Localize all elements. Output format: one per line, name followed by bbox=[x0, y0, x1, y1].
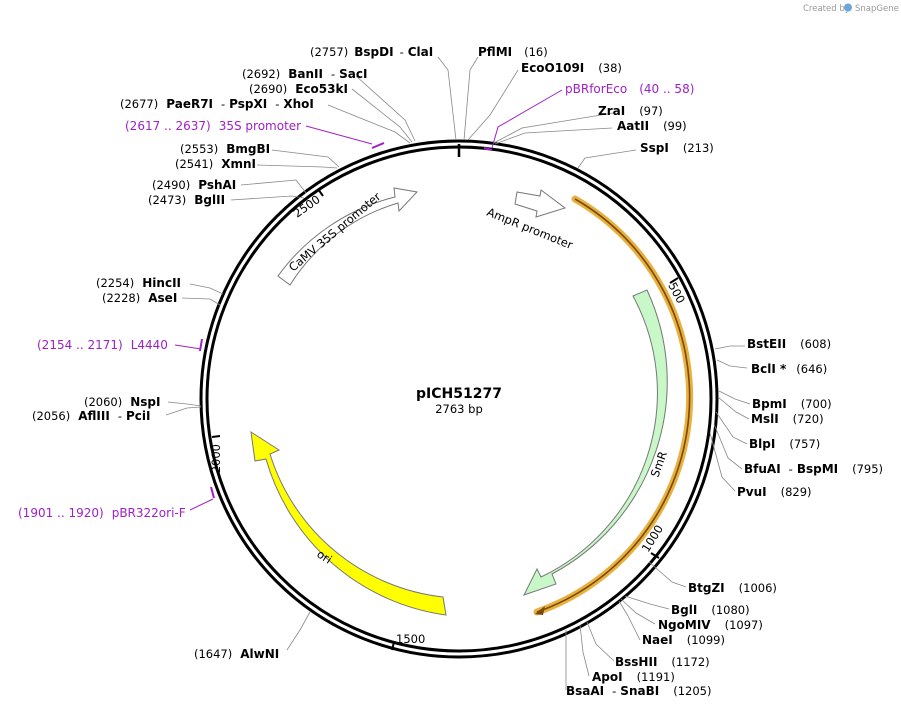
tick-mark bbox=[211, 435, 221, 438]
tick-mark bbox=[317, 188, 324, 197]
tick-mark bbox=[669, 277, 679, 284]
feature-arrow-camv-35s-promoter bbox=[277, 187, 419, 286]
feature-label-ori: ori bbox=[314, 547, 334, 567]
site-label-aatii: AatII(99) bbox=[617, 119, 687, 133]
site-label-banii-saci: (2692)BanII-SacI bbox=[242, 67, 367, 81]
site-label-asei: (2228)AseI bbox=[102, 291, 177, 305]
feature-arrow-smr bbox=[523, 289, 668, 596]
feature-arrow-ampr-promoter bbox=[514, 189, 567, 218]
site-label-bsteii: BstEII(608) bbox=[747, 337, 831, 351]
tick-marks: 500 1000 1500 2000 2500 bbox=[209, 188, 688, 651]
site-label-pshai: (2490)PshAI bbox=[152, 178, 236, 192]
site-label-blpi: BlpI(757) bbox=[749, 437, 820, 451]
site-label-afliii-pcii: (2056)AflIII-PciI bbox=[32, 409, 150, 423]
site-label-alwni: (1647)AlwNI bbox=[194, 647, 279, 661]
feature-ori: ori bbox=[250, 430, 447, 616]
primer-label-35s-promoter: (2617 .. 2637)35S promoter bbox=[125, 119, 301, 133]
site-label-apoi: ApoI(1191) bbox=[592, 670, 675, 684]
site-label-xmni: (2541)XmnI bbox=[175, 157, 256, 171]
site-label-eco53ki: (2690)Eco53kI bbox=[249, 82, 348, 96]
site-label-naei: NaeI(1099) bbox=[642, 633, 725, 647]
site-label-msli: MslI(720) bbox=[751, 412, 824, 426]
credit-prefix: Created by bbox=[803, 4, 850, 14]
site-label-bmgbi: (2553)BmgBI bbox=[180, 142, 270, 156]
site-label-bspdi-clai: (2757)BspDI-ClaI bbox=[310, 45, 433, 59]
site-label-ecoo109i: EcoO109I(38) bbox=[521, 61, 622, 75]
site-label-nspi: (2060)NspI bbox=[84, 395, 161, 409]
primer-label-l4440: (2154 .. 2171)L4440 bbox=[37, 338, 168, 352]
restriction-site-labels: (2757)BspDI-ClaI PflMI(16) EcoO109I(38) … bbox=[32, 45, 883, 698]
primer-binding-orange bbox=[533, 195, 694, 616]
site-label-paer7i-pspxi-xhoi: (2677)PaeR7I-PspXI-XhoI bbox=[120, 97, 314, 111]
site-label-pflmi: PflMI(16) bbox=[478, 45, 548, 59]
primer-arrow-icon bbox=[535, 606, 545, 615]
tick-label-2000: 2000 bbox=[209, 444, 223, 473]
snapgene-logo-icon bbox=[844, 3, 852, 12]
backbone bbox=[199, 139, 719, 659]
feature-arrow-ori bbox=[250, 430, 447, 616]
site-label-btgzi: BtgZI(1006) bbox=[688, 581, 777, 595]
plasmid-name: pICH51277 bbox=[416, 386, 502, 402]
primer-labels: pBRforEco(40 .. 58) (2617 .. 2637)35S pr… bbox=[18, 82, 694, 520]
site-label-bgli: BglI(1080) bbox=[671, 603, 750, 617]
tick-mark bbox=[650, 552, 660, 559]
site-leaders bbox=[165, 56, 751, 690]
site-label-bfuai-bspmi: BfuAI-BspMI(795) bbox=[744, 462, 883, 476]
site-label-bpmi: BpmI(700) bbox=[752, 397, 832, 411]
site-label-bsshii: BssHII(1172) bbox=[615, 655, 710, 669]
plasmid-length: 2763 bp bbox=[435, 402, 483, 416]
site-label-hincii: (2254)HincII bbox=[96, 276, 181, 290]
tick-mark bbox=[391, 641, 395, 651]
feature-ampr-promoter: AmpR promoter bbox=[485, 189, 575, 252]
site-label-ngomiv: NgoMIV(1097) bbox=[658, 618, 763, 632]
snapgene-credit: Created by SnapGene bbox=[803, 3, 899, 14]
primer-label-pbr322ori-f: (1901 .. 1920)pBR322ori-F bbox=[18, 506, 186, 520]
site-label-zrai: ZraI(97) bbox=[598, 104, 663, 118]
site-label-sspi: SspI(213) bbox=[640, 141, 714, 155]
site-label-bglii: (2473)BglII bbox=[148, 193, 225, 207]
site-label-pvui: PvuI(829) bbox=[737, 485, 812, 499]
credit-brand: SnapGene bbox=[855, 4, 899, 14]
primer-label-pbrforeco: pBRforEco(40 .. 58) bbox=[565, 82, 694, 96]
tick-label-1500: 1500 bbox=[396, 632, 425, 646]
site-label-bsaai-snabi: BsaAI-SnaBI(1205) bbox=[566, 684, 711, 698]
feature-label-ampr-promoter: AmpR promoter bbox=[485, 205, 575, 252]
site-label-bcli: BclI *(646) bbox=[751, 362, 827, 376]
primer-leaders bbox=[174, 89, 563, 511]
